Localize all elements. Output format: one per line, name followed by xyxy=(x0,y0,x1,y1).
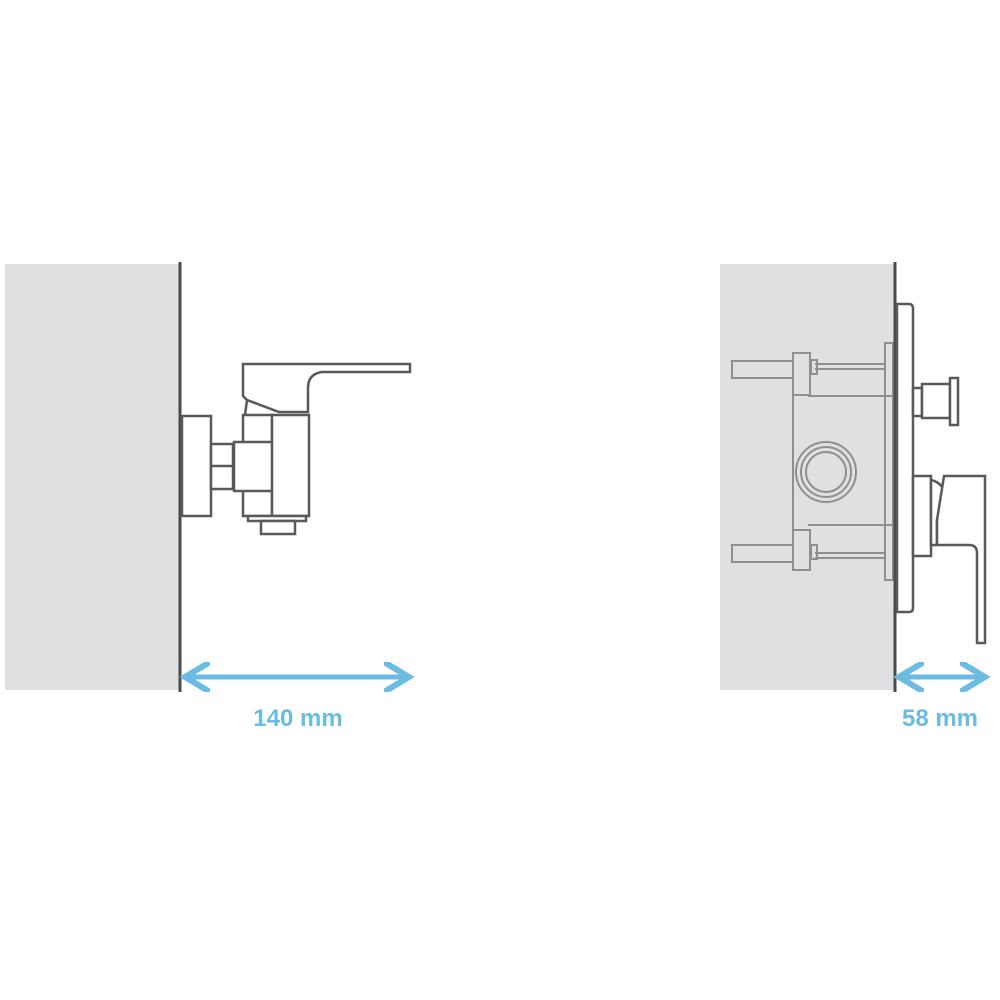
exposed-mixer xyxy=(180,362,412,536)
dimension-label-140: 140 mm xyxy=(253,705,343,732)
left-wall xyxy=(5,262,182,692)
concealed-body xyxy=(731,342,894,581)
dimension-label-58: 58 mm xyxy=(901,705,979,732)
concealed-mixer-trim xyxy=(895,302,987,645)
